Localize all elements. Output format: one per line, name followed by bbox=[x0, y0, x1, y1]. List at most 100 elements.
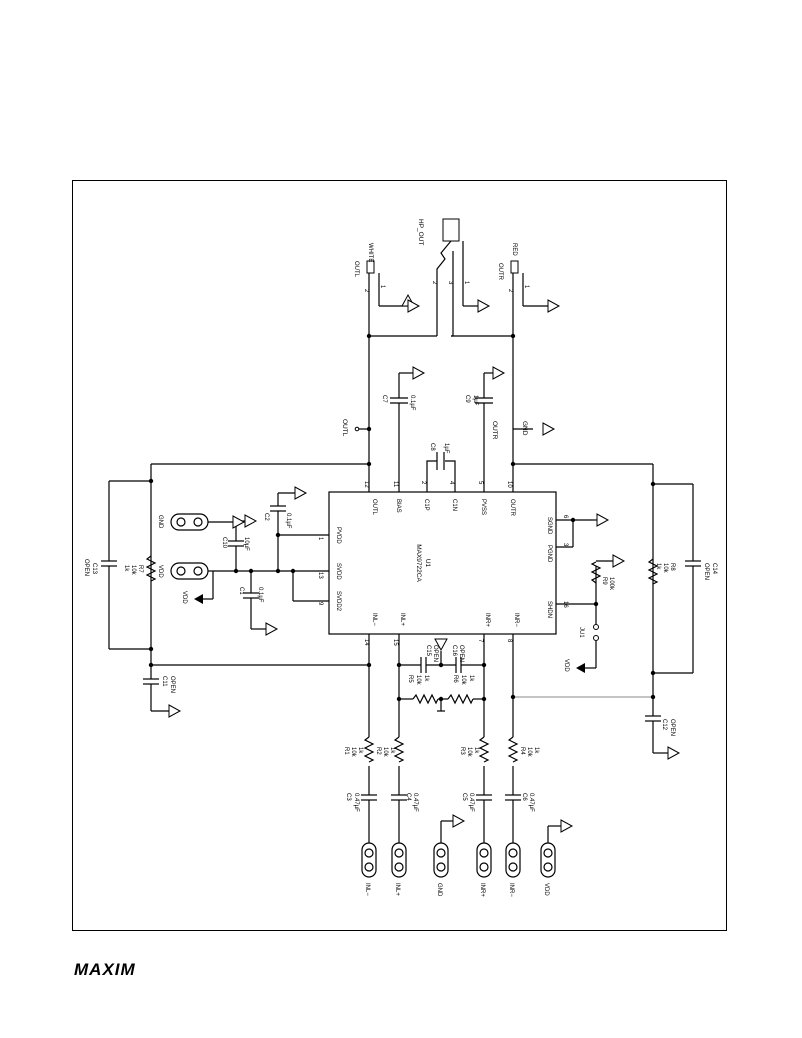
input-inr-minus: R4 10k 1k C6 0.47µF bbox=[505, 664, 539, 843]
pin-svdd2: SVDD2 9 bbox=[293, 591, 341, 612]
svg-text:VDD: VDD bbox=[563, 659, 569, 672]
pin-shdn: SHDN 16 bbox=[546, 601, 596, 618]
pad-inr-minus[interactable]: INR− bbox=[505, 842, 521, 897]
svg-text:R6: R6 bbox=[452, 675, 458, 683]
svg-text:1µF: 1µF bbox=[472, 395, 478, 406]
connector-hp-ref: HP_OUT bbox=[417, 219, 424, 245]
svg-text:R1: R1 bbox=[343, 747, 349, 755]
svg-text:1k: 1k bbox=[357, 747, 363, 754]
pad-vdd-bottom[interactable]: VDD bbox=[540, 819, 574, 896]
pin-inl-minus: INL− 14 bbox=[363, 613, 377, 664]
svg-text:C8: C8 bbox=[429, 443, 435, 451]
svg-text:1: 1 bbox=[463, 281, 469, 285]
svg-text:1k: 1k bbox=[468, 675, 474, 682]
svg-text:R2: R2 bbox=[375, 747, 381, 755]
svg-text:5: 5 bbox=[477, 481, 483, 485]
schematic-frame: U1 MAX9722CA OUTL 12 BIAS 11 C1P 2 C1N 4… bbox=[72, 180, 727, 931]
cap-c11: C11 OPEN bbox=[143, 662, 372, 718]
svg-text:OUTR: OUTR bbox=[509, 499, 515, 517]
svg-text:INR+: INR+ bbox=[484, 613, 490, 627]
svg-text:C1N: C1N bbox=[451, 499, 457, 511]
schematic-drawing: U1 MAX9722CA OUTL 12 BIAS 11 C1P 2 C1N 4… bbox=[83, 218, 717, 897]
outr-connector-gnd-icon bbox=[547, 299, 561, 313]
pad-vdd[interactable]: VDD bbox=[157, 562, 213, 580]
svg-text:SVDD2: SVDD2 bbox=[335, 591, 341, 612]
pad-gnd-bottom[interactable]: GND bbox=[433, 814, 466, 897]
cap-c15-c16: C15 OPEN C16 OPEN bbox=[399, 638, 484, 673]
svg-text:INL+: INL+ bbox=[399, 613, 405, 626]
svg-text:INR−: INR− bbox=[508, 883, 514, 897]
svg-text:0.47µF: 0.47µF bbox=[468, 793, 474, 812]
svg-text:1: 1 bbox=[379, 285, 385, 289]
svg-text:3: 3 bbox=[447, 281, 453, 285]
svg-text:OPEN: OPEN bbox=[703, 563, 709, 580]
connector-outl-color: WHITE bbox=[367, 243, 373, 262]
connector-hp-out: HP_OUT 1 2 3 bbox=[417, 218, 491, 337]
svg-text:4: 4 bbox=[448, 481, 454, 485]
svg-text:0.47µF: 0.47µF bbox=[528, 793, 534, 812]
outr-net: OUTR GND bbox=[451, 286, 656, 487]
svg-text:C7: C7 bbox=[381, 395, 387, 403]
c13-ref: C13 bbox=[91, 563, 97, 575]
pad-inl-plus[interactable]: INL+ bbox=[391, 842, 407, 896]
svg-text:1k: 1k bbox=[655, 563, 661, 570]
svg-text:SHDN: SHDN bbox=[546, 601, 552, 618]
pin-inr-plus: INR+ 7 bbox=[477, 613, 490, 664]
svg-text:GND: GND bbox=[436, 883, 442, 897]
svg-text:0.47µF: 0.47µF bbox=[353, 793, 359, 812]
pin-bias: BIAS 11 bbox=[392, 464, 401, 513]
svg-text:10k: 10k bbox=[415, 675, 421, 686]
cap-c9: C9 1µF bbox=[464, 366, 506, 464]
svg-text:10k: 10k bbox=[460, 675, 466, 686]
pin-svdd: SVDD 13 bbox=[293, 563, 341, 580]
svg-text:BIAS: BIAS bbox=[395, 499, 401, 513]
input-inl-minus: R1 10k 1k C3 0.47µF bbox=[343, 664, 377, 843]
cap-c8: C8 1µF bbox=[426, 443, 456, 471]
pin-outl: OUTL 12 bbox=[363, 464, 377, 516]
ic-body bbox=[328, 491, 557, 635]
ic-u1: U1 MAX9722CA OUTL 12 BIAS 11 C1P 2 C1N 4… bbox=[278, 464, 596, 664]
feedback-left: C13 OPEN R7 10k 1k bbox=[83, 464, 157, 665]
pad-inr-plus[interactable]: INR+ bbox=[476, 842, 492, 897]
svg-text:C6: C6 bbox=[521, 793, 527, 801]
svg-text:10k: 10k bbox=[526, 747, 532, 758]
svg-text:1k: 1k bbox=[123, 565, 129, 572]
svg-text:14: 14 bbox=[363, 639, 369, 646]
svg-text:1k: 1k bbox=[423, 675, 429, 682]
pin-inl-plus: INL+ 15 bbox=[392, 613, 405, 664]
svg-text:R4: R4 bbox=[519, 747, 525, 755]
svg-text:10: 10 bbox=[506, 481, 512, 488]
connector-outl-ref: OUTL bbox=[353, 261, 359, 278]
svg-text:C15: C15 bbox=[425, 645, 431, 657]
svg-text:OPEN: OPEN bbox=[669, 719, 675, 736]
connector-outr-ref: OUTR bbox=[497, 263, 503, 281]
shdn-network: R9 100k JU1 VDD bbox=[563, 554, 626, 673]
svg-text:15: 15 bbox=[392, 639, 398, 646]
pad-gnd-label: GND bbox=[157, 515, 163, 529]
svg-text:VDD: VDD bbox=[543, 883, 549, 896]
svg-text:12: 12 bbox=[363, 481, 369, 488]
c13-value: OPEN bbox=[83, 559, 89, 576]
svg-text:10k: 10k bbox=[130, 565, 136, 576]
svg-text:C14: C14 bbox=[711, 563, 717, 575]
pad-gnd[interactable]: GND bbox=[157, 513, 246, 531]
svg-text:2: 2 bbox=[507, 289, 513, 293]
svg-text:10k: 10k bbox=[350, 747, 356, 758]
svg-text:C16: C16 bbox=[451, 645, 457, 657]
svg-text:2: 2 bbox=[420, 481, 426, 485]
svg-text:11: 11 bbox=[392, 481, 398, 488]
ground-sgnd-pgnd bbox=[570, 513, 610, 547]
svg-text:2: 2 bbox=[431, 281, 437, 285]
svg-text:R8: R8 bbox=[669, 563, 675, 571]
outl-net: OUTL bbox=[151, 286, 437, 467]
pin-c1p: C1P 2 bbox=[420, 471, 429, 511]
outr-gnd-net-label: GND bbox=[521, 421, 528, 436]
svg-text:1k: 1k bbox=[533, 747, 539, 754]
svg-text:INL−: INL− bbox=[371, 613, 377, 626]
hp-gnd-icon bbox=[477, 299, 491, 313]
svg-text:0.1µF: 0.1µF bbox=[285, 513, 291, 529]
svg-text:C1: C1 bbox=[238, 587, 244, 595]
svg-text:C5: C5 bbox=[461, 793, 467, 801]
svg-text:10µF: 10µF bbox=[243, 537, 249, 551]
pad-inl-minus[interactable]: INL− bbox=[361, 842, 377, 896]
